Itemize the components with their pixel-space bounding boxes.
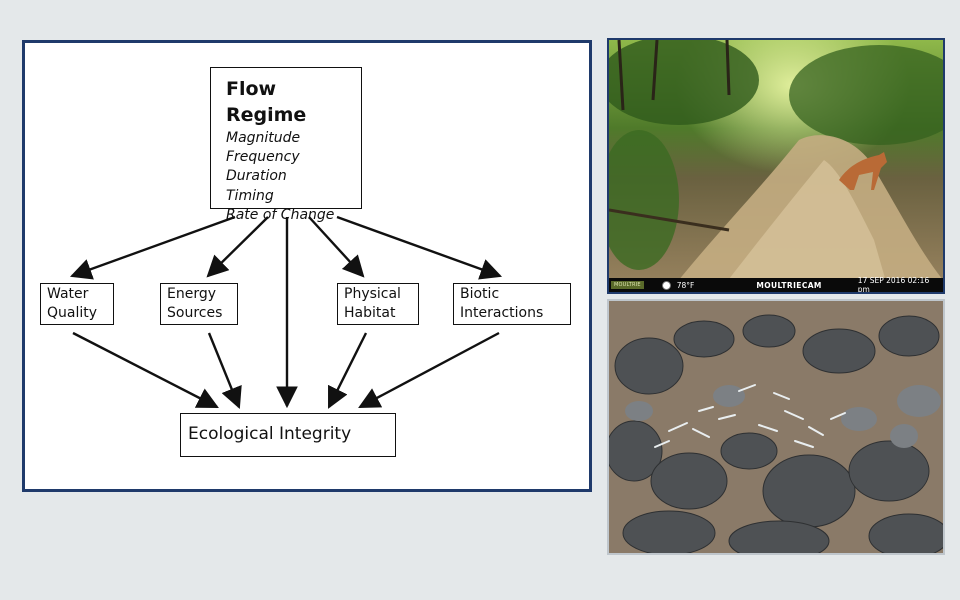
factor-label: Physical (344, 286, 401, 302)
outcome-label: Ecological Integrity (188, 424, 352, 444)
factor-label: Energy (167, 286, 217, 302)
attribute-rate-of-change: Rate of Change (226, 206, 335, 223)
forest-stream-scene (609, 40, 943, 292)
camera-temperature: 78°F (676, 280, 695, 290)
attribute-magnitude: Magnitude (226, 130, 301, 146)
flow-regime-diagram: Flow Regime Magnitude Frequency Duration… (22, 40, 592, 492)
fox-silhouette (839, 152, 887, 190)
ecological-integrity-box: Ecological Integrity (180, 413, 396, 457)
factor-label: Water (47, 286, 89, 302)
factor-label: Quality (47, 305, 98, 321)
factor-label: Interactions (460, 305, 544, 321)
arrow-icon (336, 215, 503, 280)
arrow-icon (72, 331, 219, 409)
camera-datetime: 17 SEP 2016 02:16 pm (857, 276, 930, 294)
arrow-icon (206, 216, 269, 278)
flow-regime-box: Flow Regime Magnitude Frequency Duration… (210, 67, 362, 223)
arrow-icon (358, 331, 500, 409)
arrow-icon (327, 332, 368, 409)
flow-regime-title: Flow Regime (226, 78, 307, 126)
dry-streambed-photo (607, 299, 945, 555)
factor-label: Habitat (344, 305, 396, 321)
attribute-duration: Duration (226, 168, 287, 185)
camera-logo: MOULTRIE (611, 281, 644, 289)
biotic-interactions-box: Biotic Interactions (453, 283, 571, 325)
water-quality-box: Water Quality (40, 283, 114, 325)
camera-brand: MOULTRIECAM (756, 280, 822, 290)
physical-habitat-box: Physical Habitat (337, 283, 419, 325)
energy-sources-box: Energy Sources (160, 283, 238, 325)
arrow-icon (207, 332, 242, 410)
factor-label: Sources (167, 305, 223, 321)
factor-label: Biotic (460, 286, 500, 302)
camera-info-bar: MOULTRIE 78°F MOULTRIECAM 17 SEP 2016 02… (609, 276, 943, 294)
attribute-timing: Timing (226, 187, 274, 204)
arrow-icon (308, 216, 365, 278)
moon-icon (661, 280, 671, 290)
rocks-with-fish-scene (609, 301, 943, 553)
trail-camera-photo: MOULTRIE 78°F MOULTRIECAM 17 SEP 2016 02… (607, 38, 945, 294)
attribute-frequency: Frequency (226, 149, 300, 166)
diagram-arrows (69, 215, 503, 410)
arrow-icon (69, 215, 236, 280)
